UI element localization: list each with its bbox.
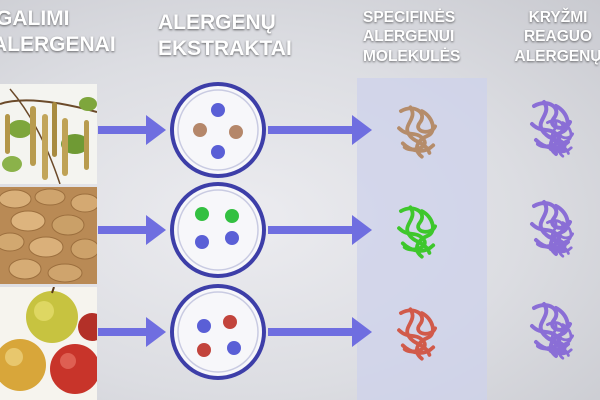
title-extracts: ALERGENŲ EKSTRAKTAI [158, 10, 358, 63]
title-specific-line2: ALERGENUI [363, 28, 455, 46]
extract-dot-1-3 [229, 125, 243, 139]
title-specific-line3: MOLEKULĖS [363, 47, 461, 65]
title-sources: GALIMI ALERGENAI [0, 6, 116, 59]
extract-circle-inner-1 [177, 89, 259, 171]
specific-protein-2 [397, 205, 438, 259]
arrow-to-molecule-1-shaft [268, 126, 354, 134]
arrow-to-extract-1-shaft [98, 126, 148, 134]
arrow-to-molecule-2-head [352, 215, 372, 245]
arrow-to-extract-1-head [146, 115, 166, 145]
extract-dot-2-4 [195, 235, 209, 249]
arrow-to-molecule-3-head [352, 317, 372, 347]
extract-dot-3-2 [223, 315, 237, 329]
title-cross: KRYŽMI REAGUO ALERGENŲ [498, 8, 600, 66]
arrow-to-extract-2-shaft [98, 226, 148, 234]
extract-dot-2-3 [225, 231, 239, 245]
extract-dot-1-1 [211, 103, 225, 117]
arrow-to-extract-3-head [146, 317, 166, 347]
extract-circle-2 [170, 182, 266, 278]
cross-reactive-protein-b-1 [544, 118, 574, 158]
title-specific: SPECIFINĖS ALERGENUI MOLEKULĖS [363, 8, 503, 66]
title-sources-line2: ALERGENAI [0, 33, 116, 57]
extract-circle-3 [170, 284, 266, 380]
extract-dot-1-4 [211, 145, 225, 159]
arrow-to-molecule-1-head [352, 115, 372, 145]
cross-reactive-protein-b-2 [544, 218, 574, 258]
arrow-to-extract-3-shaft [98, 328, 148, 336]
title-extracts-line1: ALERGENŲ [158, 11, 276, 34]
title-extracts-line2: EKSTRAKTAI [158, 37, 292, 61]
extract-dot-2-2 [225, 209, 239, 223]
title-cross-line1: KRYŽMI [528, 9, 588, 26]
extract-dot-3-1 [197, 319, 211, 333]
extract-circle-1 [170, 82, 266, 178]
title-cross-line2: REAGUO [523, 28, 593, 46]
title-sources-line1: GALIMI [0, 7, 70, 30]
apples-image [0, 287, 97, 400]
arrow-to-molecule-3-shaft [268, 328, 354, 336]
specific-protein-1 [397, 105, 438, 159]
extract-circle-inner-2 [177, 189, 259, 271]
arrow-to-molecule-2-shaft [268, 226, 354, 234]
extract-dot-3-3 [197, 343, 211, 357]
arrow-to-extract-2-head [146, 215, 166, 245]
specific-protein-3 [397, 307, 438, 361]
birch-catkins-image [0, 84, 97, 184]
title-specific-line1: SPECIFINĖS [363, 9, 456, 26]
extract-dot-2-1 [195, 207, 209, 221]
title-cross-line3: ALERGENŲ [514, 47, 600, 65]
extract-dot-1-2 [193, 123, 207, 137]
cross-reactive-protein-b-3 [544, 320, 574, 360]
extract-dot-3-4 [227, 341, 241, 355]
peanuts-image [0, 187, 97, 284]
extract-circle-inner-3 [177, 291, 259, 373]
